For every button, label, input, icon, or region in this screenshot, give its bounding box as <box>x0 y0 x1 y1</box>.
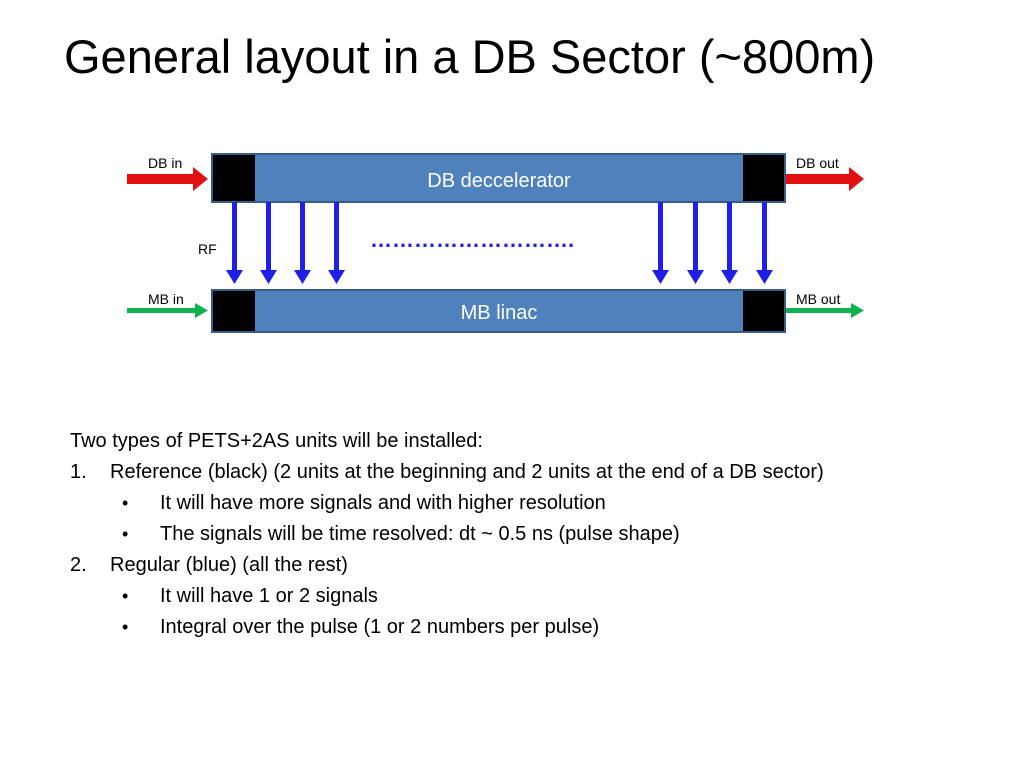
bullet-item: • It will have 1 or 2 signals <box>70 581 970 612</box>
db-in-arrow <box>127 167 208 191</box>
bullet-item: • It will have more signals and with hig… <box>70 488 970 519</box>
db-in-label: DB in <box>148 155 182 171</box>
rf-arrow <box>328 202 345 284</box>
bullet-marker: • <box>122 586 129 606</box>
rf-arrow <box>294 202 311 284</box>
rf-arrow <box>226 202 243 284</box>
bullet-text: The signals will be time resolved: dt ~ … <box>160 523 680 545</box>
mb-reference-unit-start <box>213 291 255 331</box>
mb-out-arrow <box>785 303 864 318</box>
bullet-text: It will have 1 or 2 signals <box>160 585 378 607</box>
rf-arrow <box>756 202 773 284</box>
mb-out-arrow-shaft <box>785 308 851 313</box>
rf-arrow <box>260 202 277 284</box>
db-out-arrow-head <box>849 167 864 191</box>
list-item: 1. Reference (black) (2 units at the beg… <box>70 457 970 488</box>
list-number: 2. <box>70 554 87 576</box>
bullet-item: • The signals will be time resolved: dt … <box>70 519 970 550</box>
bullet-marker: • <box>122 493 129 513</box>
db-decelerator-label: DB deccelerator <box>427 170 571 192</box>
db-reference-unit-end <box>743 155 784 201</box>
db-reference-unit-start <box>213 155 255 201</box>
mb-in-label: MB in <box>148 291 184 307</box>
list-number: 1. <box>70 461 87 483</box>
bullet-item: • Integral over the pulse (1 or 2 number… <box>70 612 970 643</box>
mb-in-arrow-shaft <box>127 308 195 313</box>
db-in-arrow-shaft <box>127 174 193 184</box>
rf-arrow <box>721 202 738 284</box>
rf-arrow <box>652 202 669 284</box>
mb-reference-unit-end <box>743 291 784 331</box>
bullet-marker: • <box>122 617 129 637</box>
bullet-text: Integral over the pulse (1 or 2 numbers … <box>160 616 600 638</box>
rf-arrow <box>687 202 704 284</box>
mb-in-arrow-head <box>195 303 208 318</box>
list-item: 2. Regular (blue) (all the rest) <box>70 550 970 581</box>
db-in-arrow-head <box>193 167 208 191</box>
mb-in-arrow <box>127 303 208 318</box>
mb-linac-label: MB linac <box>461 302 538 324</box>
bullet-marker: • <box>122 524 129 544</box>
db-out-arrow <box>785 167 864 191</box>
slide-title: General layout in a DB Sector (~800m) <box>64 30 876 83</box>
mb-linac-bar <box>211 289 786 333</box>
mb-out-label: MB out <box>796 291 840 307</box>
rf-arrows <box>226 202 773 284</box>
bullet-text: It will have more signals and with highe… <box>160 492 606 514</box>
mb-out-arrow-head <box>851 303 864 318</box>
list-item-text: Reference (black) (2 units at the beginn… <box>110 461 824 483</box>
list-item-text: Regular (blue) (all the rest) <box>110 554 348 576</box>
db-decelerator-bar <box>211 153 786 203</box>
description-intro: Two types of PETS+2AS units will be inst… <box>70 430 483 452</box>
description: Two types of PETS+2AS units will be inst… <box>70 426 970 643</box>
ellipsis: ………………………. <box>370 227 574 252</box>
db-out-arrow-shaft <box>785 174 849 184</box>
rf-label: RF <box>198 241 217 257</box>
db-out-label: DB out <box>796 155 839 171</box>
